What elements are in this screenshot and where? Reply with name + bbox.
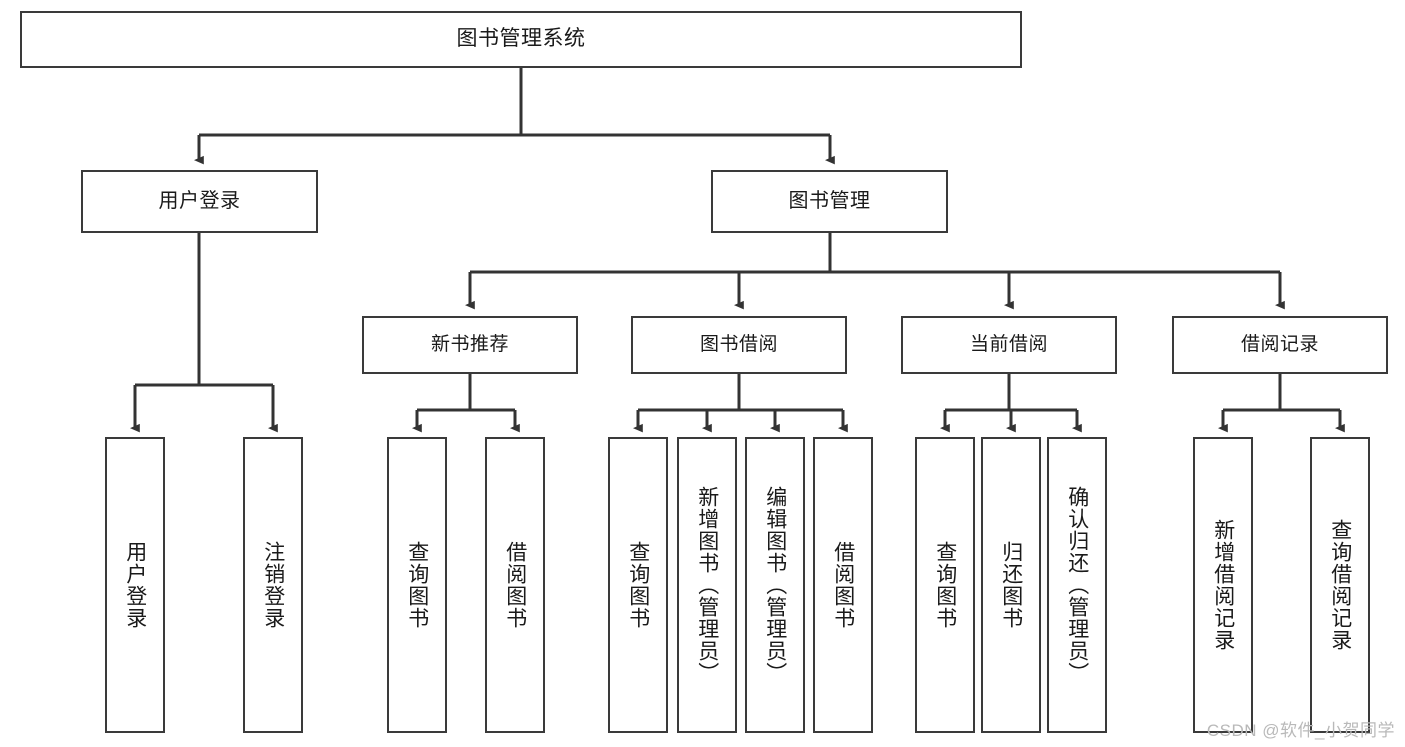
node-leaf-edit-book[interactable]: 编辑图书（管理员） bbox=[745, 437, 805, 733]
node-label: 新书推荐 bbox=[430, 333, 509, 355]
node-label: 查询借阅记录 bbox=[1328, 519, 1352, 651]
node-root-system[interactable]: 图书管理系统 bbox=[20, 11, 1022, 68]
node-user-login[interactable]: 用户登录 bbox=[81, 170, 318, 233]
node-label: 注销登录 bbox=[261, 541, 285, 629]
node-label: 图书借阅 bbox=[699, 333, 778, 355]
node-new-book-recommend[interactable]: 新书推荐 bbox=[362, 316, 578, 374]
node-label: 查询图书 bbox=[933, 541, 957, 629]
node-leaf-query-book-cb[interactable]: 查询图书 bbox=[915, 437, 975, 733]
node-label: 借阅记录 bbox=[1240, 333, 1319, 355]
node-leaf-logout[interactable]: 注销登录 bbox=[243, 437, 303, 733]
node-leaf-confirm-return[interactable]: 确认归还（管理员） bbox=[1047, 437, 1107, 733]
node-leaf-user-login[interactable]: 用户登录 bbox=[105, 437, 165, 733]
node-label: 图书管理 bbox=[788, 189, 871, 212]
node-label: 新增借阅记录 bbox=[1211, 519, 1235, 651]
node-borrow-record[interactable]: 借阅记录 bbox=[1172, 316, 1388, 374]
node-current-borrow[interactable]: 当前借阅 bbox=[901, 316, 1117, 374]
node-label: 新增图书（管理员） bbox=[695, 486, 719, 684]
node-label: 用户登录 bbox=[158, 189, 241, 212]
node-leaf-borrow-book-nbr[interactable]: 借阅图书 bbox=[485, 437, 545, 733]
node-label: 归还图书 bbox=[999, 541, 1023, 629]
node-leaf-borrow-book-bb[interactable]: 借阅图书 bbox=[813, 437, 873, 733]
node-leaf-query-book-bb[interactable]: 查询图书 bbox=[608, 437, 668, 733]
node-leaf-return-book[interactable]: 归还图书 bbox=[981, 437, 1041, 733]
node-label: 确认归还（管理员） bbox=[1065, 486, 1089, 684]
node-label: 当前借阅 bbox=[969, 333, 1048, 355]
node-label: 编辑图书（管理员） bbox=[763, 486, 787, 684]
node-leaf-query-book-nbr[interactable]: 查询图书 bbox=[387, 437, 447, 733]
node-book-borrow[interactable]: 图书借阅 bbox=[631, 316, 847, 374]
node-label: 用户登录 bbox=[123, 541, 147, 629]
node-label: 借阅图书 bbox=[503, 541, 527, 629]
node-label: 图书管理系统 bbox=[456, 27, 586, 51]
node-leaf-add-record[interactable]: 新增借阅记录 bbox=[1193, 437, 1253, 733]
node-label: 借阅图书 bbox=[831, 541, 855, 629]
node-book-manage[interactable]: 图书管理 bbox=[711, 170, 948, 233]
node-label: 查询图书 bbox=[626, 541, 650, 629]
node-leaf-add-book[interactable]: 新增图书（管理员） bbox=[677, 437, 737, 733]
node-label: 查询图书 bbox=[405, 541, 429, 629]
csdn-watermark: CSDN @软件_小贺同学 bbox=[1206, 721, 1395, 740]
node-leaf-query-record[interactable]: 查询借阅记录 bbox=[1310, 437, 1370, 733]
